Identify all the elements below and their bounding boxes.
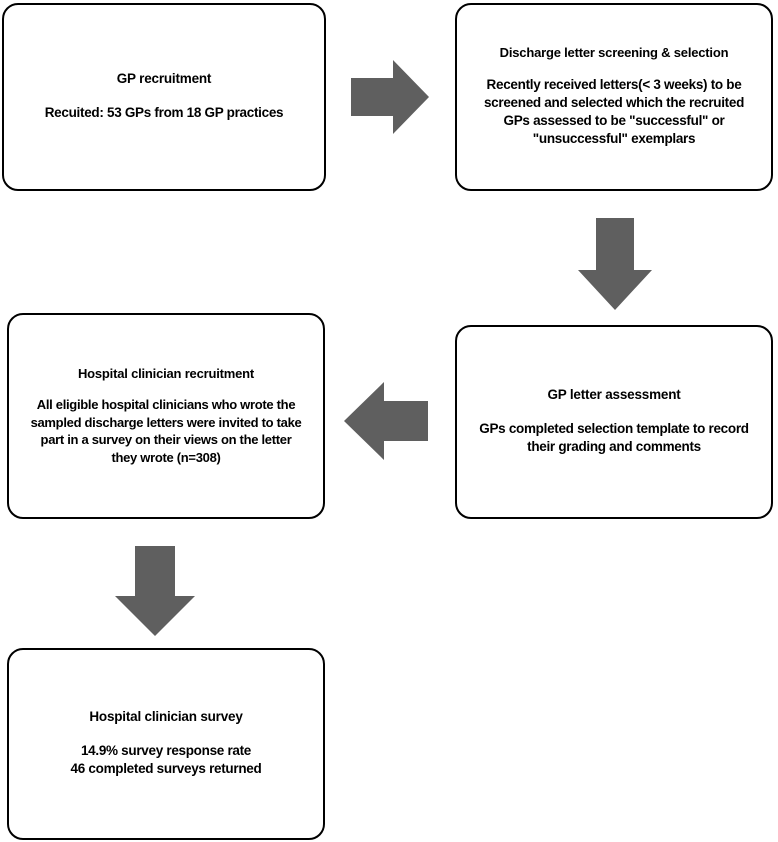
arrow-down-icon	[578, 218, 652, 310]
arrow-down-icon	[115, 546, 195, 636]
node-discharge-letter-screening-title: Discharge letter screening & selection	[499, 45, 729, 61]
arrow-left-icon	[344, 382, 428, 460]
node-hospital-clinician-recruitment-body: All eligible hospital clinicians who wro…	[30, 397, 302, 465]
node-hospital-clinician-recruitment: Hospital clinician recruitment All eligi…	[7, 313, 325, 519]
node-gp-letter-assessment-title: GP letter assessment	[547, 387, 681, 403]
node-gp-recruitment: GP recruitment Recuited: 53 GPs from 18 …	[2, 3, 326, 191]
node-gp-letter-assessment: GP letter assessment GPs completed selec…	[455, 325, 773, 519]
node-gp-recruitment-title: GP recruitment	[116, 71, 212, 87]
node-discharge-letter-screening-body: Recently received letters(< 3 weeks) to …	[483, 76, 745, 147]
arrow-right-icon	[351, 60, 429, 134]
node-hospital-clinician-recruitment-title: Hospital clinician recruitment	[77, 365, 255, 381]
node-gp-recruitment-body: Recuited: 53 GPs from 18 GP practices	[44, 105, 284, 121]
node-discharge-letter-screening: Discharge letter screening & selection R…	[455, 3, 773, 191]
node-hospital-clinician-survey: Hospital clinician survey 14.9% survey r…	[7, 648, 325, 840]
node-gp-letter-assessment-body: GPs completed selection template to reco…	[479, 421, 749, 455]
node-hospital-clinician-survey-body: 14.9% survey response rate 46 completed …	[70, 743, 262, 777]
node-hospital-clinician-survey-title: Hospital clinician survey	[89, 709, 243, 725]
